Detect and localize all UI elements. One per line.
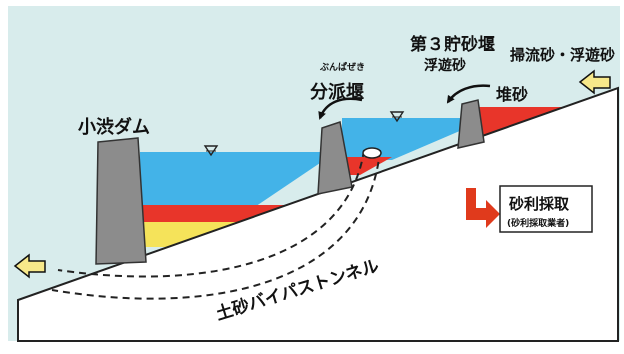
gravel-extraction-sub-label: (砂利採取業者)	[507, 217, 569, 229]
tunnel-inlet	[362, 147, 382, 159]
bypass-tunnel-lower-wall	[51, 149, 381, 300]
curved-arrow-icon	[446, 84, 491, 104]
flow-arrow-inflow-icon	[578, 69, 611, 95]
koshibu-dam-label: 小渋ダム	[78, 116, 150, 138]
third-sediment-weir	[457, 99, 485, 149]
bunpa-weir-ruby: ぶんぱぜき	[319, 61, 365, 73]
ground-slope	[17, 86, 619, 342]
gravel-extraction-label: 砂利採取	[509, 195, 570, 213]
third-weir-label: 第３貯砂堰	[410, 34, 495, 55]
bypass-tunnel-upper-wall	[57, 149, 365, 278]
flow-arrow-left-icon	[13, 253, 46, 279]
bunpa-weir-label: 分派堰	[310, 82, 364, 103]
koshibu-dam	[95, 137, 147, 265]
deposit-label: 堆砂	[496, 85, 528, 104]
upper-sediment-red	[342, 157, 392, 175]
red-bent-arrow-icon	[466, 188, 500, 228]
inflow-label: 掃流砂・浮遊砂	[510, 46, 615, 64]
curved-arrow-icon	[318, 97, 363, 120]
suspended-sand-label: 浮遊砂	[424, 57, 466, 74]
gravel-extraction-box	[499, 185, 593, 233]
